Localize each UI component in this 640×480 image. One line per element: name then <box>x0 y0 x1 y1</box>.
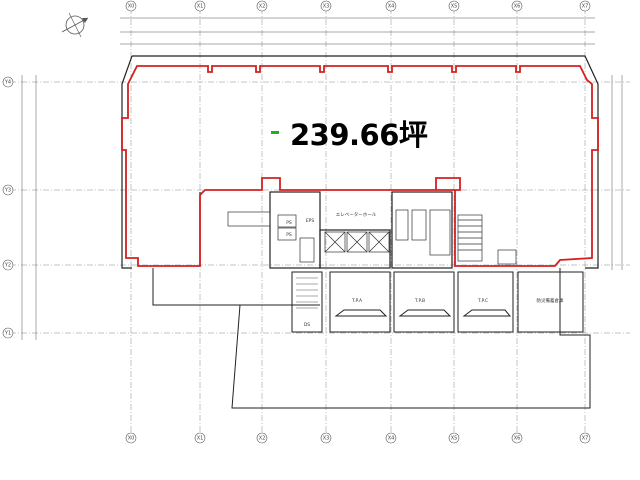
north-arrow-icon <box>61 12 89 38</box>
svg-text:PS: PS <box>286 232 292 238</box>
core-elements <box>227 209 517 265</box>
svg-text:X3: X3 <box>323 4 330 10</box>
lower-annex <box>152 268 591 409</box>
svg-text:防災備蓄倉庫: 防災備蓄倉庫 <box>537 297 564 304</box>
floor-area-label: 239.66坪 <box>290 118 428 152</box>
svg-text:X0: X0 <box>128 436 135 442</box>
lease-boundary <box>121 65 599 267</box>
svg-text:X4: X4 <box>388 4 395 10</box>
svg-text:Y2: Y2 <box>4 263 11 269</box>
svg-text:T.P.B: T.P.B <box>414 298 425 304</box>
grid-bubbles-top <box>125 0 591 12</box>
svg-text:Y4: Y4 <box>4 80 11 86</box>
svg-text:PS: PS <box>286 220 292 226</box>
building-walls <box>121 55 599 269</box>
svg-text:X7: X7 <box>582 436 589 442</box>
svg-text:X2: X2 <box>259 4 266 10</box>
svg-text:T.P.A: T.P.A <box>351 298 363 304</box>
svg-text:X1: X1 <box>197 4 204 10</box>
svg-text:X7: X7 <box>582 4 589 10</box>
grid-bubbles-bottom <box>125 432 591 444</box>
svg-text:X6: X6 <box>514 436 521 442</box>
svg-text:X5: X5 <box>451 436 458 442</box>
svg-text:DS: DS <box>304 322 310 328</box>
room-labels: EPS PS PS エレベーターホール T.P.A T.P.B T.P.C 防災… <box>286 211 564 328</box>
svg-text:X4: X4 <box>388 436 395 442</box>
svg-text:EPS: EPS <box>306 218 315 224</box>
svg-text:Y3: Y3 <box>4 188 11 194</box>
grid-bubbles-left <box>2 76 14 339</box>
dimension-lines <box>21 17 623 340</box>
annex-stairs <box>296 277 318 309</box>
svg-text:Y1: Y1 <box>4 331 11 337</box>
svg-text:エレベーターホール: エレベーターホール <box>336 211 377 218</box>
svg-text:X2: X2 <box>259 436 266 442</box>
svg-text:T.P.C: T.P.C <box>477 298 488 304</box>
svg-text:X6: X6 <box>514 4 521 10</box>
grid-labels: X0 X1 X2 X3 X4 X5 X6 X7 X0 X1 X2 X3 X4 X… <box>4 4 588 442</box>
svg-text:X5: X5 <box>451 4 458 10</box>
green-marker <box>271 131 279 134</box>
svg-text:X1: X1 <box>197 436 204 442</box>
svg-text:X3: X3 <box>323 436 330 442</box>
svg-text:X0: X0 <box>128 4 135 10</box>
